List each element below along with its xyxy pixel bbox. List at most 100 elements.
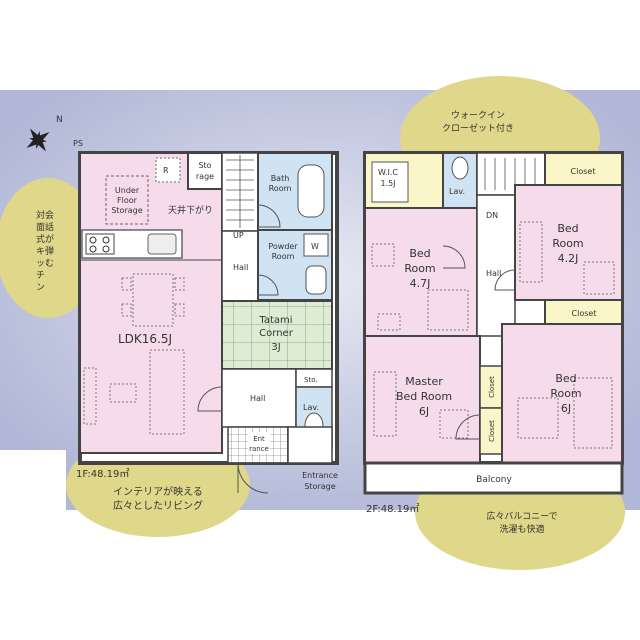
lav-1f-label: Lav. — [303, 403, 319, 412]
living-callout-line-2: 広々としたリビング — [113, 499, 203, 512]
washbasin-icon — [305, 265, 327, 295]
master-label-1: Master — [405, 375, 443, 388]
door-ldk — [197, 386, 223, 412]
washer-space — [303, 233, 329, 257]
tatami-corner — [221, 300, 333, 370]
svg-text:ッむ: ッむ — [36, 258, 54, 269]
svg-text:面話: 面話 — [36, 221, 54, 233]
stairs-floor1 — [221, 152, 259, 232]
ceiling-note: 天井下がり — [168, 204, 213, 216]
bed-6-furniture — [517, 377, 613, 449]
bed-47-furniture — [371, 243, 469, 331]
r-label: R — [163, 166, 169, 175]
door-bed47 — [442, 245, 466, 269]
balcony-callout-line-1: 広々バルコニーで — [486, 510, 557, 522]
closet-v2-label: Closet — [488, 420, 496, 442]
floor-1-plan — [78, 151, 339, 494]
hall-lower-label: Hall — [250, 394, 265, 403]
up-label: UP — [233, 231, 244, 240]
sto-label: Sto. — [304, 376, 318, 384]
dn-label: DN — [486, 211, 498, 220]
under-floor-label-1: Under — [115, 186, 140, 195]
bath-label-2: Room — [269, 184, 292, 193]
floor-2-plan — [363, 151, 624, 495]
balcony-callout-line-2: 洗濯も快適 — [499, 523, 544, 535]
master-bed-furniture — [373, 371, 469, 439]
entrance-storage — [287, 426, 333, 464]
tatami-label-1: Tatami — [258, 315, 292, 326]
svg-text:式が: 式が — [36, 233, 54, 245]
kitchen-sink — [147, 233, 177, 255]
bath-label-1: Bath — [271, 174, 290, 183]
bedroom-47 — [364, 207, 478, 337]
tatami-label-3: 3J — [271, 342, 280, 353]
door-bath — [257, 204, 281, 228]
kitchen-callout-bubble — [0, 178, 100, 318]
bed47-label-2: Room — [404, 262, 435, 275]
entrance-label-1: Ent — [253, 435, 265, 443]
bed42-label-2: Room — [552, 237, 583, 250]
walkin-callout-line-2: クローゼット付き — [442, 122, 514, 134]
bathtub-icon — [297, 164, 325, 218]
walkin-callout-line-1: ウォークイン — [451, 110, 505, 121]
hall-upper-label: Hall — [233, 263, 248, 272]
background-notch — [0, 450, 66, 510]
entrance-storage-label-2: Storage — [304, 482, 335, 491]
refrigerator-space — [155, 157, 181, 183]
bed-42-furniture — [519, 221, 615, 295]
wic-label-1: W.I.C — [378, 168, 398, 177]
bed42-label-1: Bed — [557, 222, 578, 235]
ldk-room — [79, 152, 223, 454]
powder-label-2: Room — [272, 252, 295, 261]
under-floor-label-2: Floor — [117, 196, 138, 205]
svg-text:対会: 対会 — [36, 209, 54, 221]
balcony — [363, 461, 624, 495]
ps-label: PS — [73, 139, 83, 148]
svg-text:キ弾: キ弾 — [36, 245, 54, 257]
toilet-2f-icon — [451, 156, 469, 180]
under-floor-storage — [105, 175, 149, 225]
stove-icon — [85, 233, 115, 255]
storage-small — [187, 152, 223, 190]
bed47-label-3: 4.7J — [410, 277, 431, 290]
closet-v1-label: Closet — [488, 376, 496, 398]
wic-label-2: 1.5J — [380, 179, 395, 188]
dining-set — [121, 273, 185, 327]
lav-2f-label: Lav. — [449, 187, 465, 196]
bed6-label-1: Bed — [555, 372, 576, 385]
svg-text:チ: チ — [36, 270, 45, 281]
compass-north-label: N — [56, 115, 63, 125]
door-powder — [257, 274, 279, 296]
balcony-label: Balcony — [476, 475, 512, 485]
living-callout-line-1: インテリアが映える — [113, 485, 203, 498]
hall-upper — [221, 230, 259, 302]
kitchen-callout: 対会 面話 式が キ弾 ッむ チ ン — [36, 209, 54, 293]
closet-mid — [544, 299, 623, 325]
ldk-label: LDK16.5J — [118, 332, 172, 346]
hall-2f-label: Hall — [486, 269, 501, 278]
sofa — [83, 349, 185, 435]
floor2-area-label: 2F:48.19㎡ — [366, 503, 419, 515]
bed6-label-3: 6J — [561, 402, 571, 415]
floor1-area-label: 1F:48.19㎡ — [76, 468, 129, 480]
closet-top-label: Closet — [571, 167, 596, 176]
closet-mid-label: Closet — [572, 309, 597, 318]
bed42-label-3: 4.2J — [558, 252, 579, 265]
door-bed42 — [494, 269, 516, 291]
door-master — [455, 414, 481, 440]
compass-icon: N — [26, 115, 63, 152]
under-floor-label-3: Storage — [111, 206, 142, 215]
entrance-label-2: rance — [249, 445, 269, 453]
svg-text:ン: ン — [36, 283, 45, 293]
storage-small-label-2: rage — [196, 172, 214, 181]
entrance-storage-label-1: Entrance — [302, 471, 338, 480]
storage-small-label-1: Sto — [198, 161, 211, 170]
washer-label: W — [311, 242, 319, 251]
powder-label-1: Powder — [268, 242, 298, 251]
wic-inner — [371, 161, 409, 203]
bed6-label-2: Room — [550, 387, 581, 400]
master-label-3: 6J — [419, 405, 429, 418]
hall-lower — [221, 368, 297, 428]
entrance-label-bg — [248, 432, 270, 454]
